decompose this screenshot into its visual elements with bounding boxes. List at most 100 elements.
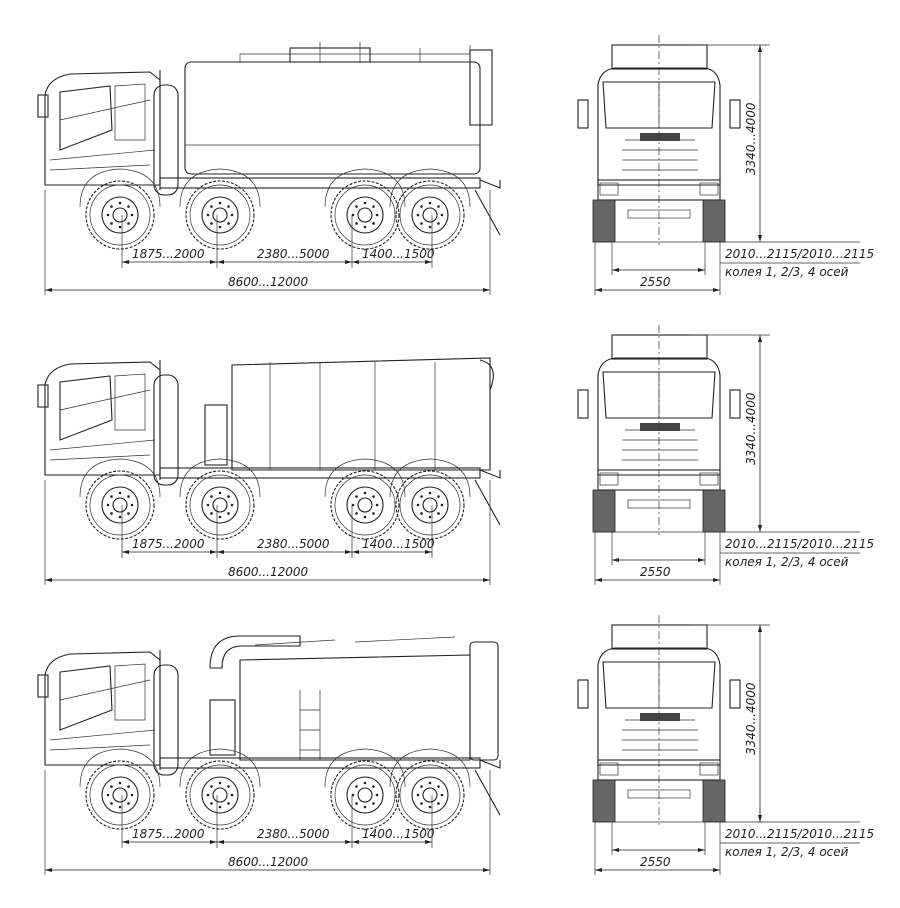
windshield [602,371,716,419]
pump [204,404,228,466]
wheel-arch [79,168,161,208]
lug-nut [210,222,213,225]
hub [212,497,228,513]
dim-wheelbase-middle-arrow-end [345,260,352,264]
hub [112,787,128,803]
rim [201,196,239,234]
lug-nut [206,503,210,507]
dim-wheelbase-rear-arrow-end [425,260,432,264]
lug-nut [227,495,230,498]
lug-nut [110,512,113,515]
front-dimensions: 3340...40002010...2115/2010...2115колея … [594,334,874,585]
dim-overall-length-arrow-end [483,288,490,292]
wheel-arch [324,748,406,788]
dim-wheelbase-front-arrow-start [122,260,129,264]
dim-overall-length-arrow-end [483,578,490,582]
dim-wheelbase-rear-arrow-end [425,550,432,554]
dim-track-arrow-start [612,268,619,272]
label-width: 2550 [640,275,671,289]
side-view [37,635,501,830]
rear-bumper [474,179,501,236]
left-mirror [577,99,589,129]
lug-nut [440,503,444,507]
label-wheelbase-rear: 1400...1500 [362,827,435,841]
rim [346,486,384,524]
dim-track-arrow-end [698,268,705,272]
right-mirror [729,679,741,709]
tire-inner [189,474,251,536]
right-mirror [729,99,741,129]
top-rails [254,636,456,646]
dim-width-arrow-end [713,288,720,292]
front-dimensions: 3340...40002010...2115/2010...2115колея … [594,44,874,295]
rim [411,486,449,524]
rear-cabinet [469,49,493,126]
lug-nut [218,515,222,519]
tire-inner [334,184,396,246]
cab-window [59,375,113,441]
left-headlight [599,472,619,486]
right-mirror [729,389,741,419]
lug-nut [106,503,110,507]
rim [101,776,139,814]
dim-track-arrow-start [612,558,619,562]
tire [85,760,155,830]
tire [185,470,255,540]
tire [395,180,465,250]
tire [330,470,400,540]
tire [85,180,155,250]
lug-nut [420,785,423,788]
right-tire [702,779,726,823]
label-height: 3340...4000 [744,682,758,755]
lug-nut [210,205,213,208]
label-wheelbase-front: 1875...2000 [132,537,205,551]
label-overall-length: 8600...12000 [228,565,309,579]
label-wheelbase-front: 1875...2000 [132,827,205,841]
rim [101,486,139,524]
hub [357,207,373,223]
suction-hose [209,635,301,669]
cab [44,71,161,186]
label-track: 2010...2115/2010...2115 [725,247,874,261]
tire-inner [399,764,461,826]
lug-nut [420,205,423,208]
grille [622,139,698,171]
cab-lines [49,679,156,751]
rim [101,196,139,234]
dim-wheelbase-front-arrow-end [210,260,217,264]
front-cab [597,67,721,186]
wheel [324,458,406,540]
lug-nut [210,802,213,805]
cab [44,651,161,766]
left-tire [592,489,616,533]
tire-inner [334,474,396,536]
ladder [299,690,321,760]
lug-nut [127,205,130,208]
dim-track-arrow-start [612,848,619,852]
hub [357,497,373,513]
vacuum-pump [209,699,236,756]
wheel [324,748,406,830]
lug-nut [420,495,423,498]
dim-wheelbase-front-arrow-start [122,840,129,844]
cab [44,361,161,476]
dim-wheelbase-middle-arrow-end [345,840,352,844]
hub [212,207,228,223]
dim-overall-length-arrow-start [45,868,52,872]
wheel-arch [324,168,406,208]
lug-nut [372,785,375,788]
lug-nut [227,205,230,208]
lug-nut [428,201,432,205]
tank-body [184,61,481,175]
left-headlight [599,182,619,196]
wheel [79,168,161,250]
lug-nut [206,793,210,797]
lug-nut [355,785,358,788]
lug-nut [230,213,234,217]
lug-nut [118,491,122,495]
spare-wheel [153,664,179,776]
body-top [611,334,708,360]
